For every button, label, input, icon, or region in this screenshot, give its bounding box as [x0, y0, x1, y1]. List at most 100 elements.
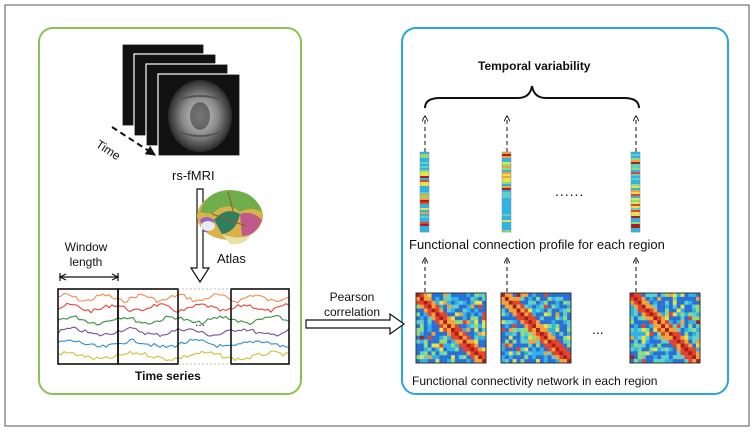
matrix-cell [633, 312, 638, 317]
matrix-cell [532, 300, 537, 305]
matrix-cell [668, 300, 673, 305]
matrix-cell [478, 320, 483, 325]
matrix-cell [539, 293, 544, 298]
matrix-cell [692, 304, 697, 309]
matrix-cell [423, 335, 428, 340]
matrix-cell [692, 316, 697, 321]
matrix-cell [665, 300, 670, 305]
matrix-cell [520, 324, 525, 329]
matrix-cell [665, 320, 670, 325]
matrix-cell [427, 343, 432, 348]
matrix-cell [478, 335, 483, 340]
matrix-cell [563, 296, 568, 301]
matrix-cell [443, 328, 448, 333]
matrix-cell [416, 304, 421, 309]
matrix-cell [462, 293, 467, 298]
matrix-cell [516, 308, 521, 313]
matrix-cell [684, 293, 689, 298]
matrix-cell [470, 335, 475, 340]
matrix-cell [692, 339, 697, 344]
matrix-cell [524, 343, 529, 348]
matrix-cell [532, 351, 537, 356]
matrix-cell [524, 304, 529, 309]
matrix-cell [684, 351, 689, 356]
matrix-cell [427, 316, 432, 321]
matrix-cell [451, 304, 456, 309]
matrix-cell [435, 320, 440, 325]
matrix-cell [532, 324, 537, 329]
matrix-cell [423, 343, 428, 348]
profile-cell [631, 208, 640, 211]
profile-cell [502, 180, 511, 183]
matrix-cell [419, 359, 424, 364]
matrix-cell [474, 316, 479, 321]
matrix-cell [649, 324, 654, 329]
profile-cell [420, 216, 429, 219]
matrix-cell [454, 355, 459, 360]
matrix-cell [419, 320, 424, 325]
matrix-cell [501, 312, 506, 317]
matrix-cell [630, 359, 635, 364]
matrix-cell [451, 316, 456, 321]
matrix-cell [539, 359, 544, 364]
profile-cell [631, 166, 640, 169]
matrix-cell [439, 300, 444, 305]
matrix-cell [680, 308, 685, 313]
matrix-cell [466, 296, 471, 301]
matrix-cell [435, 347, 440, 352]
matrix-cell [696, 331, 701, 336]
matrix-cell [532, 339, 537, 344]
matrix-cell [676, 324, 681, 329]
matrix-cell [451, 328, 456, 333]
matrix-cell [462, 304, 467, 309]
profile-cell [420, 162, 429, 165]
matrix-cell [645, 320, 650, 325]
matrix-cell [641, 339, 646, 344]
matrix-cell [419, 316, 424, 321]
matrix-cell [563, 312, 568, 317]
matrix-cell [661, 293, 666, 298]
matrix-cell [470, 296, 475, 301]
matrix-cell [454, 296, 459, 301]
profile-cell [502, 208, 511, 211]
matrix-cell [512, 312, 517, 317]
matrix-cell [661, 359, 666, 364]
matrix-cell [692, 343, 697, 348]
matrix-cell [482, 355, 487, 360]
matrix-cell [657, 331, 662, 336]
matrix-cell [501, 304, 506, 309]
profile-cell [420, 182, 429, 185]
matrix-cell [680, 331, 685, 336]
matrix-cell [416, 324, 421, 329]
matrix-cell [637, 328, 642, 333]
matrix-cell [504, 351, 509, 356]
matrix-cell [462, 355, 467, 360]
matrix-cell [551, 300, 556, 305]
matrix-cell [649, 293, 654, 298]
matrix-cell [512, 324, 517, 329]
matrix-cell [684, 308, 689, 313]
matrix-cell [528, 328, 533, 333]
profile-cell [631, 156, 640, 159]
matrix-cell [466, 312, 471, 317]
matrix-cell [431, 312, 436, 317]
matrix-cell [555, 324, 560, 329]
matrix-cell [532, 304, 537, 309]
matrix-cell [427, 304, 432, 309]
matrix-cell [688, 343, 693, 348]
matrix-cell [688, 296, 693, 301]
matrix-cell [482, 308, 487, 313]
matrix-cell [536, 359, 541, 364]
matrix-cell [470, 316, 475, 321]
matrix-cell [680, 293, 685, 298]
profile-cell [631, 178, 640, 181]
matrix-cell [668, 320, 673, 325]
matrix-cell [462, 320, 467, 325]
matrix-cell [528, 320, 533, 325]
matrix-cell [645, 328, 650, 333]
matrix-cell [435, 300, 440, 305]
matrix-cell [551, 320, 556, 325]
matrix-cell [688, 347, 693, 352]
matrix-cell [504, 304, 509, 309]
matrix-cell [551, 308, 556, 313]
